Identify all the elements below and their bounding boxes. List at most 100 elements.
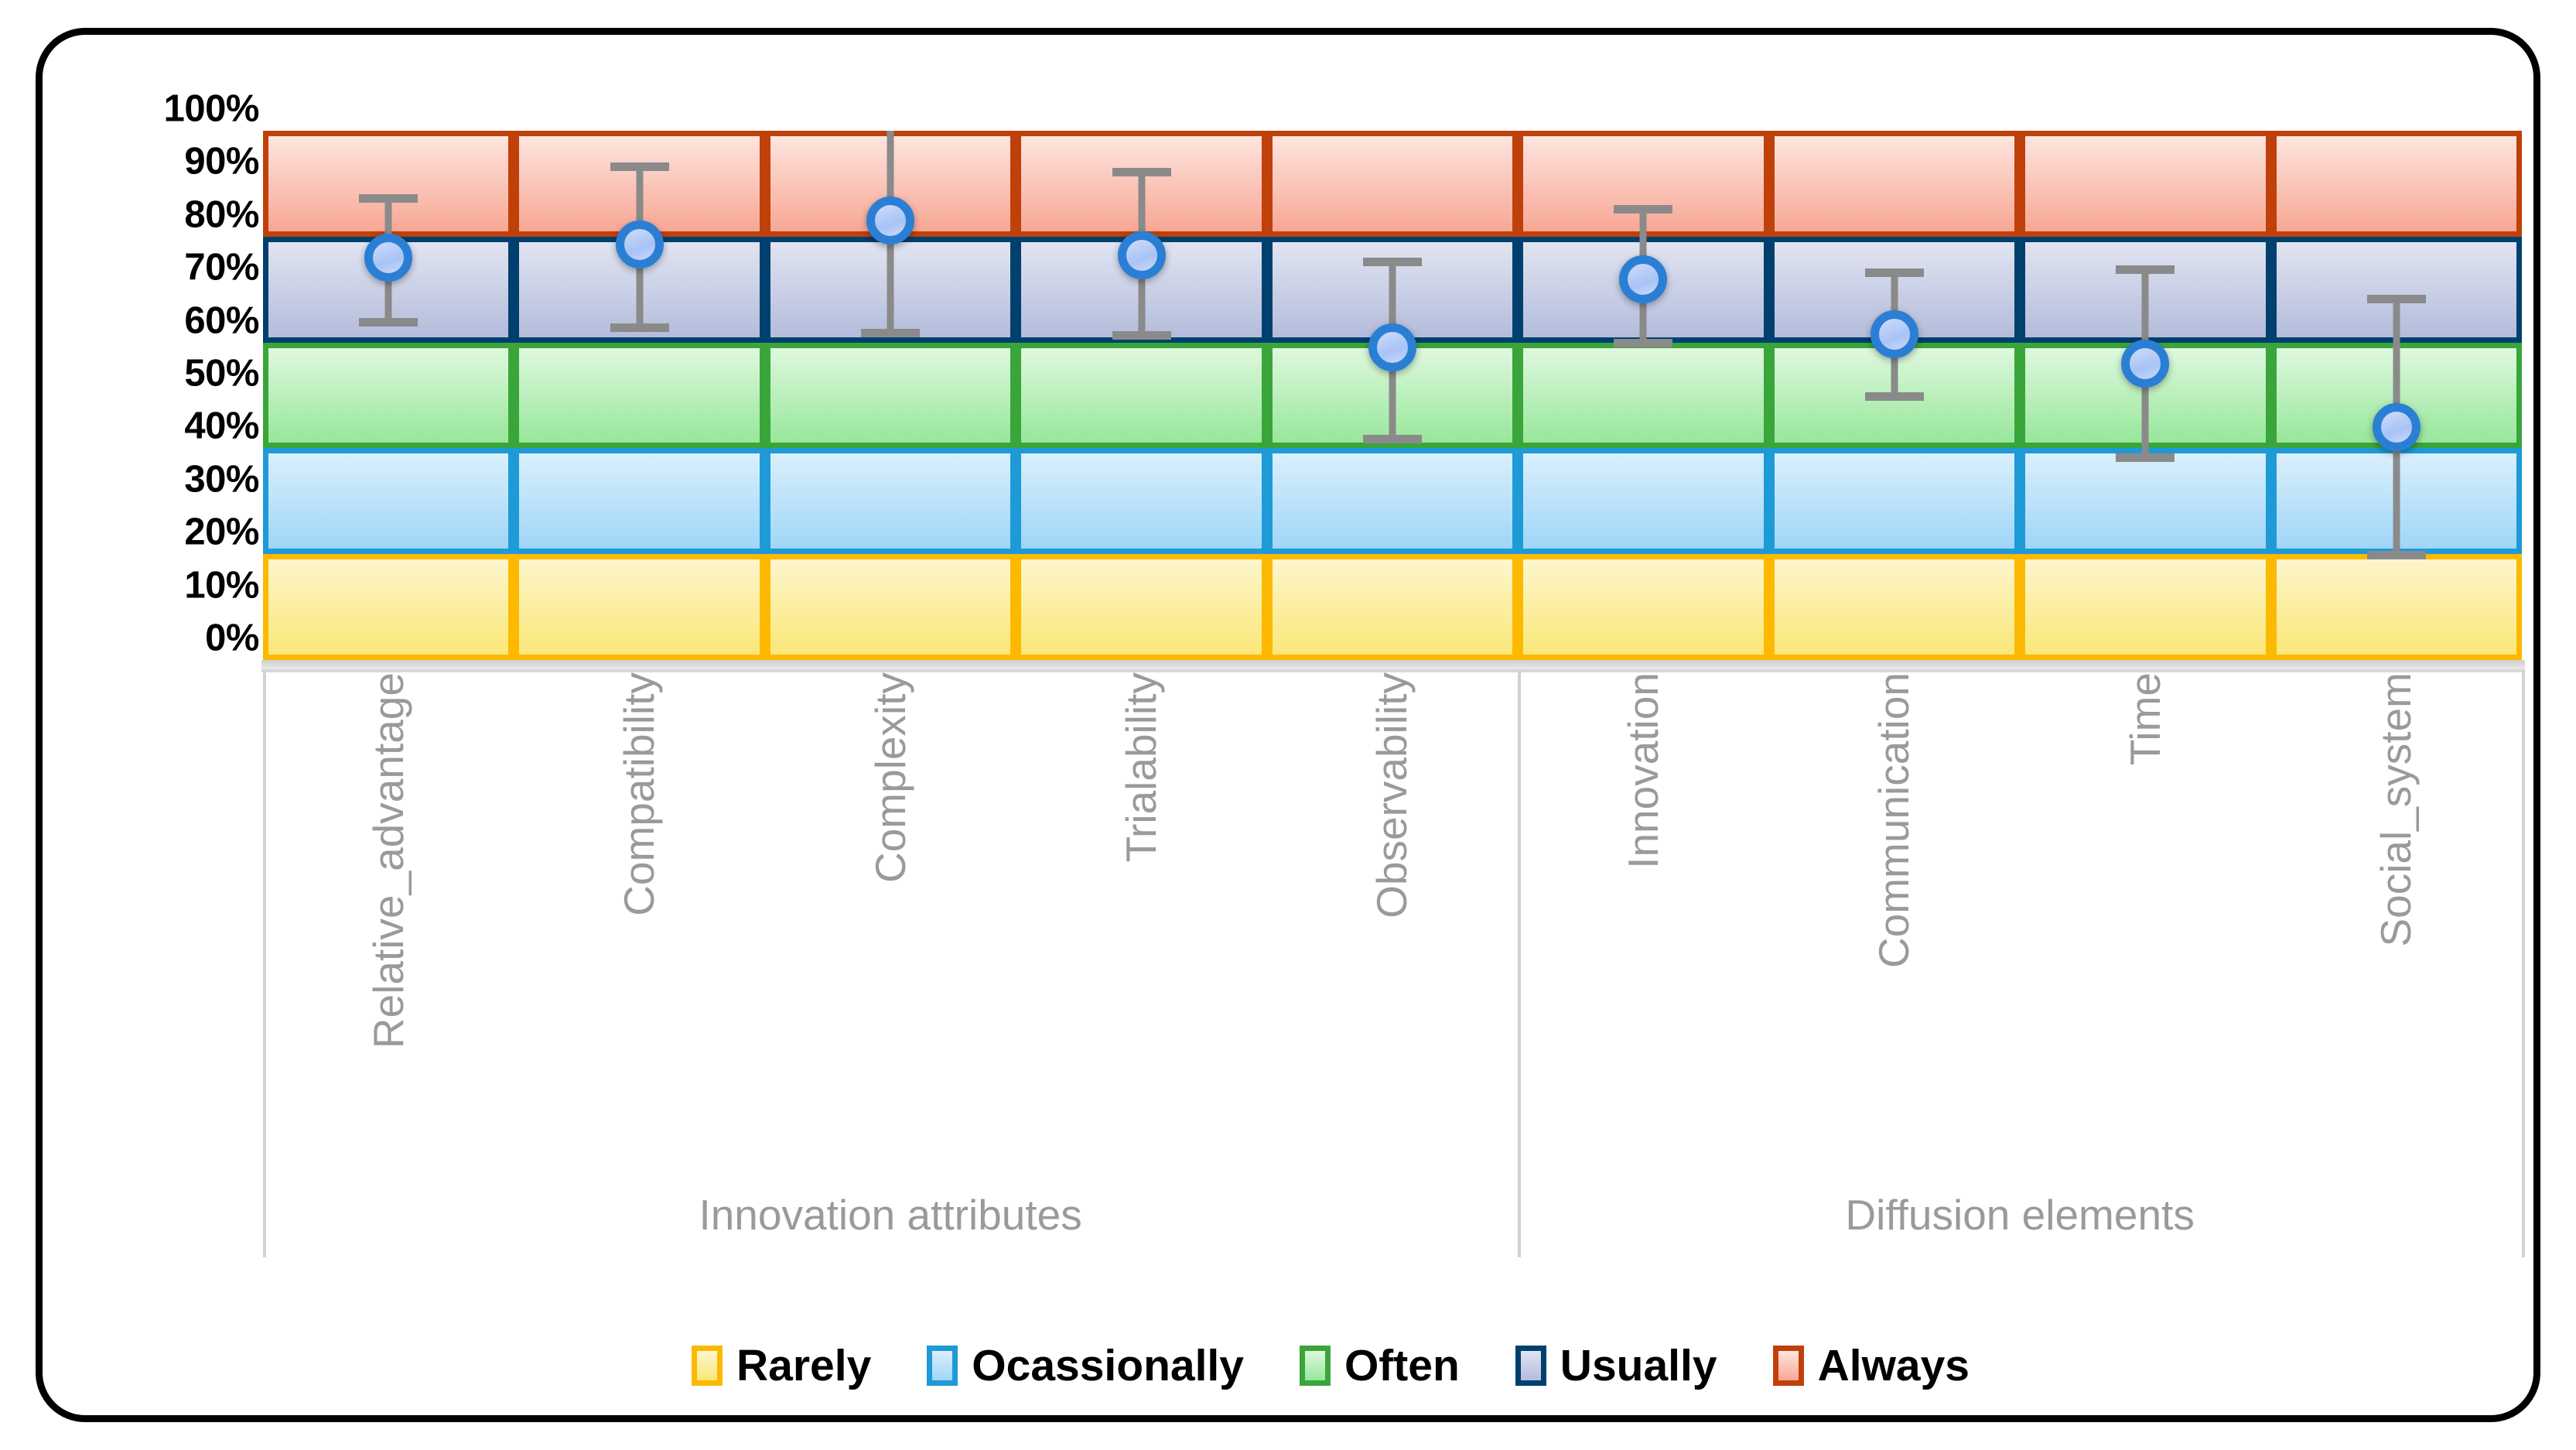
legend-label: Rarely	[736, 1340, 872, 1390]
data-point-marker[interactable]	[1870, 310, 1918, 359]
category-label-text: Communication	[1870, 672, 1918, 969]
legend-label: Often	[1344, 1340, 1460, 1390]
y-axis-tick-label: 10%	[184, 564, 259, 607]
band-cell	[2020, 554, 2271, 660]
band-cell	[263, 342, 514, 449]
legend-label: Ocassionally	[972, 1340, 1244, 1390]
y-axis-tick-label: 40%	[184, 405, 259, 447]
data-point-marker[interactable]	[2372, 403, 2421, 452]
legend-item-always[interactable]: Always	[1772, 1340, 1970, 1390]
error-bar-cap-lower	[2366, 551, 2426, 560]
y-axis-tick-label: 90%	[184, 140, 259, 183]
band-cell	[1518, 448, 1769, 555]
y-axis-tick-label: 30%	[184, 458, 259, 501]
error-bar-cap-lower	[1363, 434, 1422, 443]
legend-swatch-icon	[1772, 1346, 1804, 1386]
category-label-innovation: Innovation	[1518, 672, 1768, 1168]
band-cell	[1016, 342, 1267, 449]
error-bar-cap-upper	[1864, 268, 1924, 277]
chart-legend: Rarely Ocassionally Often Usually Always	[78, 1319, 2576, 1412]
group-label: Diffusion elements	[1845, 1191, 2195, 1239]
category-label-text: Complexity	[866, 672, 914, 884]
error-bar-cap-lower	[1864, 392, 1924, 401]
error-bar-cap-lower	[610, 323, 669, 332]
legend-label: Always	[1817, 1340, 1970, 1390]
category-label-text: Trialability	[1117, 672, 1166, 863]
error-bar-cap-upper	[2366, 295, 2426, 304]
error-bar-cap-lower	[1614, 339, 1673, 348]
data-point-marker[interactable]	[866, 197, 915, 245]
error-bar-cap-upper	[1614, 204, 1673, 214]
data-point-marker[interactable]	[1117, 231, 1166, 279]
band-cell	[1768, 448, 2021, 555]
y-axis-tick-label: 60%	[184, 299, 259, 342]
legend-item-usually[interactable]: Usually	[1515, 1340, 1717, 1390]
category-label-complexity: Complexity	[765, 672, 1016, 1168]
y-axis-tick-label: 0%	[205, 617, 259, 659]
band-cell	[514, 448, 765, 555]
data-point-marker[interactable]	[1368, 323, 1416, 372]
legend-item-often[interactable]: Often	[1299, 1340, 1460, 1390]
band-cell	[514, 554, 765, 660]
band-cell	[764, 554, 1016, 660]
band-cell	[2020, 131, 2271, 237]
band-cell	[1266, 131, 1519, 237]
category-label-time: Time	[2020, 672, 2270, 1168]
group-axis-labels: Innovation attributes Diffusion elements	[263, 669, 2525, 1265]
legend-item-ocassionally[interactable]: Ocassionally	[927, 1340, 1244, 1390]
data-point-marker[interactable]	[615, 221, 664, 269]
category-label-social_system: Social_system	[2271, 672, 2522, 1168]
group-separator	[1518, 669, 1522, 1257]
error-bar-cap-lower	[861, 328, 921, 337]
error-bar-cap-lower	[2116, 453, 2175, 462]
error-bar-cap-upper	[2116, 265, 2175, 275]
band-cell	[1266, 554, 1519, 660]
axis-baseline	[261, 660, 2525, 669]
chart-frame: 100%90%80%70%60%50%40%30%20%10%0% Relati…	[36, 28, 2540, 1422]
band-cell	[1768, 131, 2021, 237]
y-axis-tick-label: 20%	[184, 511, 259, 553]
legend-item-rarely[interactable]: Rarely	[691, 1340, 872, 1390]
band-cell	[263, 448, 514, 555]
band-ocassionally	[263, 448, 2522, 555]
plot-area	[263, 131, 2522, 660]
band-cell	[764, 448, 1016, 555]
band-cell	[2270, 554, 2522, 660]
category-label-observability: Observability	[1267, 672, 1518, 1168]
category-label-text: Time	[2120, 672, 2169, 766]
error-bar-cap-upper	[610, 162, 669, 172]
band-rarely	[263, 554, 2522, 660]
group-separator-edge	[263, 669, 266, 1257]
y-axis-tick-label: 50%	[184, 352, 259, 395]
category-label-relative_advantage: Relative_advantage	[263, 672, 514, 1168]
band-cell	[263, 554, 514, 660]
data-point-marker[interactable]	[2121, 339, 2170, 388]
category-label-text: Relative_advantage	[364, 672, 412, 1049]
category-label-trialability: Trialability	[1016, 672, 1266, 1168]
group-label: Innovation attributes	[699, 1191, 1082, 1239]
error-bar-cap-upper	[1112, 167, 1171, 176]
band-cell	[1266, 448, 1519, 555]
category-label-text: Innovation	[1618, 672, 1667, 869]
legend-swatch-icon	[927, 1346, 958, 1386]
y-axis-tick-label: 100%	[163, 87, 260, 130]
band-cell	[514, 342, 765, 449]
band-cell	[2270, 131, 2522, 237]
category-label-text: Observability	[1368, 672, 1416, 918]
band-cell	[764, 342, 1016, 449]
data-point-marker[interactable]	[364, 234, 413, 282]
error-bar-cap-upper	[359, 194, 419, 203]
legend-swatch-icon	[1299, 1346, 1331, 1386]
category-label-text: Social_system	[2372, 672, 2421, 947]
band-cell	[1768, 554, 2021, 660]
group-separator-edge	[2522, 669, 2525, 1257]
data-series-layer	[263, 131, 2522, 660]
data-point-marker[interactable]	[1619, 255, 1668, 303]
axis-baseline-shadow	[261, 669, 2525, 672]
band-cell	[1016, 448, 1267, 555]
legend-swatch-icon	[691, 1346, 723, 1386]
legend-label: Usually	[1560, 1340, 1717, 1390]
category-label-communication: Communication	[1769, 672, 2020, 1168]
band-cell	[1016, 554, 1267, 660]
